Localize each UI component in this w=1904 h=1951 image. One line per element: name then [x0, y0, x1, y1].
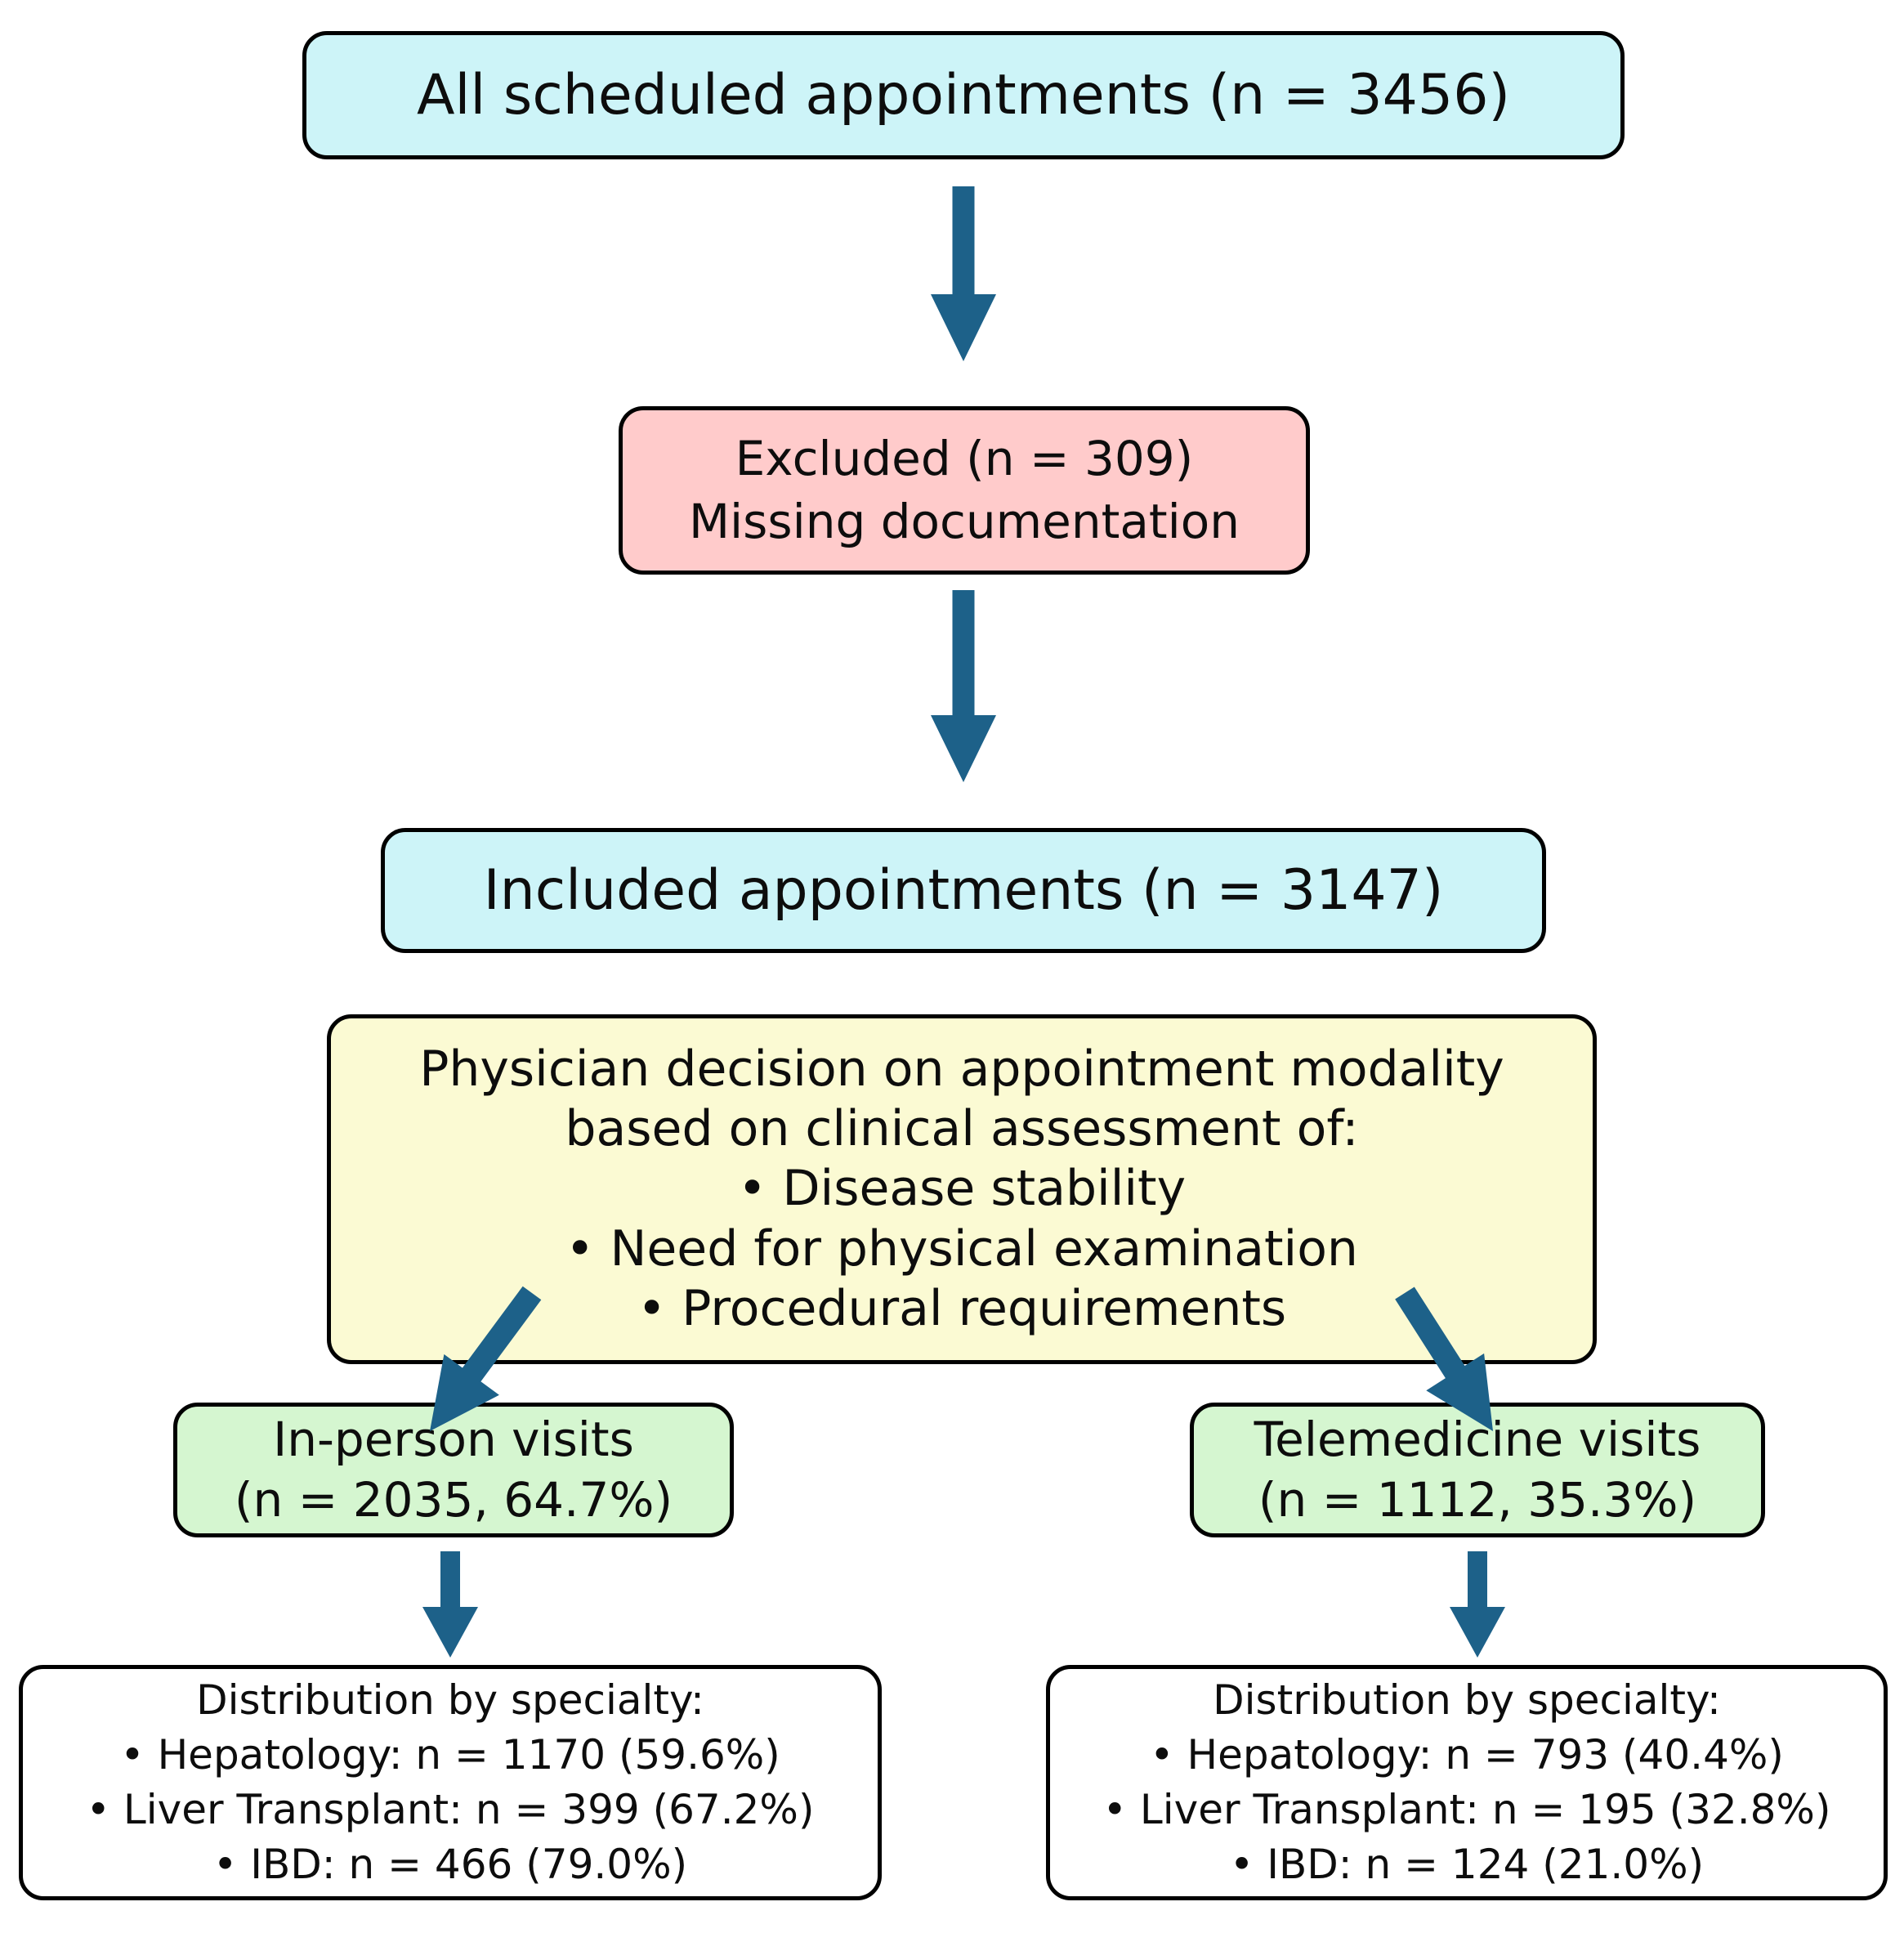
- decision-bullet-disease-stability: • Disease stability: [737, 1160, 1187, 1218]
- box-in-person-visits: In-person visits (n = 2035, 64.7%): [173, 1403, 734, 1537]
- excluded-count-label: Excluded (n = 309): [735, 431, 1194, 487]
- arrow-inperson-to-distribution: [422, 1551, 478, 1658]
- included-label: Included appointments (n = 3147): [483, 858, 1444, 923]
- box-telemedicine-visits: Telemedicine visits (n = 1112, 35.3%): [1190, 1403, 1765, 1537]
- in-person-hepatology: • Hepatology: n = 1170 (59.6%): [120, 1731, 780, 1779]
- in-person-liver-transplant: • Liver Transplant: n = 399 (67.2%): [86, 1786, 815, 1833]
- decision-title-line1: Physician decision on appointment modali…: [419, 1040, 1504, 1099]
- box-in-person-distribution: Distribution by specialty: • Hepatology:…: [19, 1665, 882, 1900]
- in-person-label: In-person visits: [273, 1411, 634, 1467]
- box-physician-decision: Physician decision on appointment modali…: [327, 1014, 1597, 1364]
- telemedicine-ibd: • IBD: n = 124 (21.0%): [1229, 1841, 1705, 1888]
- in-person-count: (n = 2035, 64.7%): [234, 1471, 673, 1528]
- box-telemedicine-distribution: Distribution by specialty: • Hepatology:…: [1046, 1665, 1888, 1900]
- box-excluded: Excluded (n = 309) Missing documentation: [619, 406, 1310, 575]
- decision-bullet-physical-examination: • Need for physical examination: [565, 1219, 1358, 1278]
- in-person-distribution-title: Distribution by specialty:: [196, 1676, 704, 1724]
- excluded-reason-label: Missing documentation: [689, 494, 1240, 549]
- arrow-excluded-to-included: [931, 590, 996, 782]
- telemedicine-distribution-title: Distribution by specialty:: [1213, 1676, 1721, 1724]
- telemedicine-label: Telemedicine visits: [1254, 1411, 1701, 1467]
- all-scheduled-label: All scheduled appointments (n = 3456): [417, 63, 1510, 128]
- box-included-appointments: Included appointments (n = 3147): [381, 828, 1546, 953]
- arrow-top-to-excluded: [931, 186, 996, 361]
- in-person-ibd: • IBD: n = 466 (79.0%): [212, 1841, 688, 1888]
- telemedicine-hepatology: • Hepatology: n = 793 (40.4%): [1150, 1731, 1784, 1779]
- decision-title-line2: based on clinical assessment of:: [565, 1100, 1359, 1158]
- box-all-scheduled-appointments: All scheduled appointments (n = 3456): [302, 31, 1625, 159]
- arrow-telemedicine-to-distribution: [1450, 1551, 1505, 1658]
- telemedicine-count: (n = 1112, 35.3%): [1258, 1471, 1697, 1528]
- telemedicine-liver-transplant: • Liver Transplant: n = 195 (32.8%): [1102, 1786, 1831, 1833]
- decision-bullet-procedural-requirements: • Procedural requirements: [637, 1279, 1287, 1337]
